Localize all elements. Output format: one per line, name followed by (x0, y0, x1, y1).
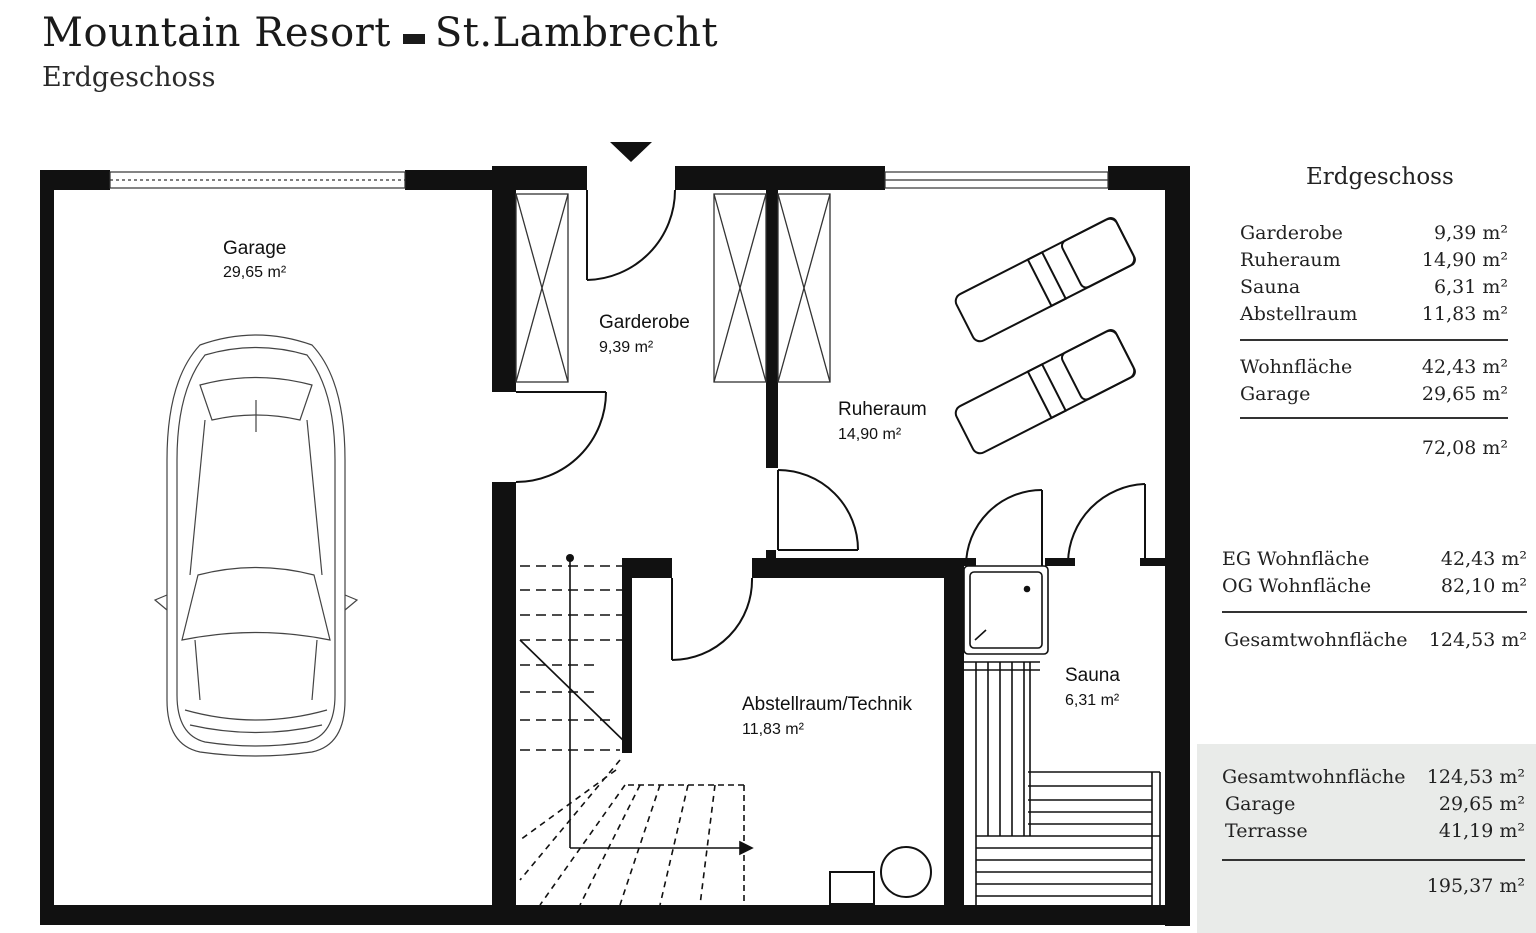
overall-divider (1222, 859, 1525, 861)
floors-row-value: 42,43 m² (1440, 548, 1527, 570)
overall-row-label: Gesamtwohnfläche (1222, 766, 1406, 788)
room-area-sauna: 6,31 m² (1065, 692, 1120, 709)
overall-row-label: Terrasse (1225, 820, 1308, 842)
summary-total-label: Garage (1240, 383, 1311, 405)
technik-equipment (829, 846, 932, 905)
room-name-sauna: Sauna (1065, 665, 1120, 686)
summary-row-label: Garderobe (1240, 222, 1343, 244)
floors-row-value: 82,10 m² (1440, 575, 1527, 597)
room-name-abstellraum: Abstellraum/Technik (742, 694, 913, 715)
entrance-arrow (610, 142, 652, 162)
summary-row-value: 14,90 m² (1421, 249, 1508, 271)
summary-total-value: 42,43 m² (1421, 356, 1508, 378)
title-separator (402, 34, 425, 44)
room-name-garage: Garage (223, 238, 286, 259)
wardrobes (515, 193, 831, 383)
summary-table: Garderobe 9,39 m² Ruheraum 14,90 m² Saun… (1240, 222, 1508, 462)
car (153, 334, 359, 757)
floors-total-value: 124,53 m² (1428, 629, 1527, 651)
floors-divider (1222, 611, 1527, 613)
overall-row-label: Garage (1225, 793, 1296, 815)
overall-table: Gesamtwohnfläche 124,53 m² Garage 29,65 … (1222, 766, 1525, 906)
staircase (519, 558, 754, 906)
floors-row-label: OG Wohnfläche (1222, 575, 1372, 597)
summary-row-label: Sauna (1240, 276, 1301, 298)
room-name-garderobe: Garderobe (599, 312, 690, 333)
floors-table: EG Wohnfläche 42,43 m² OG Wohnfläche 82,… (1222, 548, 1527, 658)
loungers (954, 217, 1136, 455)
room-name-ruheraum: Ruheraum (838, 399, 927, 420)
doors (515, 189, 1146, 661)
overall-row-value: 29,65 m² (1438, 793, 1525, 815)
summary-row-value: 6,31 m² (1434, 276, 1508, 298)
room-area-abstellraum: 11,83 m² (742, 721, 805, 738)
walls (40, 166, 1190, 926)
overall-row-value: 41,19 m² (1438, 820, 1525, 842)
overall-total-value: 195,37 m² (1426, 875, 1525, 897)
page-title: Mountain Resort St.Lambrecht (42, 10, 718, 56)
page-subtitle: Erdgeschoss (42, 62, 216, 93)
room-area-garage: 29,65 m² (223, 264, 287, 281)
summary-row-label: Ruheraum (1240, 249, 1341, 271)
title-location: St.Lambrecht (434, 10, 719, 56)
summary-grand-total-value: 72,08 m² (1421, 437, 1508, 459)
summary-total-value: 29,65 m² (1421, 383, 1508, 405)
title-project: Mountain Resort (42, 10, 391, 56)
sauna-fixtures (963, 565, 1161, 905)
summary-row-value: 9,39 m² (1434, 222, 1508, 244)
summary-divider (1240, 339, 1508, 341)
overall-row-value: 124,53 m² (1426, 766, 1525, 788)
room-area-ruheraum: 14,90 m² (838, 426, 902, 443)
windows (109, 171, 1109, 189)
overall-panel (1197, 744, 1536, 933)
floors-total-label: Gesamtwohnfläche (1224, 629, 1408, 651)
summary-row-value: 11,83 m² (1421, 303, 1508, 325)
summary-row-label: Abstellraum (1240, 303, 1358, 325)
room-area-garderobe: 9,39 m² (599, 339, 654, 356)
summary-total-label: Wohnfläche (1240, 356, 1353, 378)
room-labels: Garage 29,65 m² Garderobe 9,39 m² Ruhera… (223, 238, 1120, 738)
summary-divider (1240, 417, 1508, 419)
summary-title: Erdgeschoss (1306, 164, 1454, 190)
floors-row-label: EG Wohnfläche (1222, 548, 1370, 570)
